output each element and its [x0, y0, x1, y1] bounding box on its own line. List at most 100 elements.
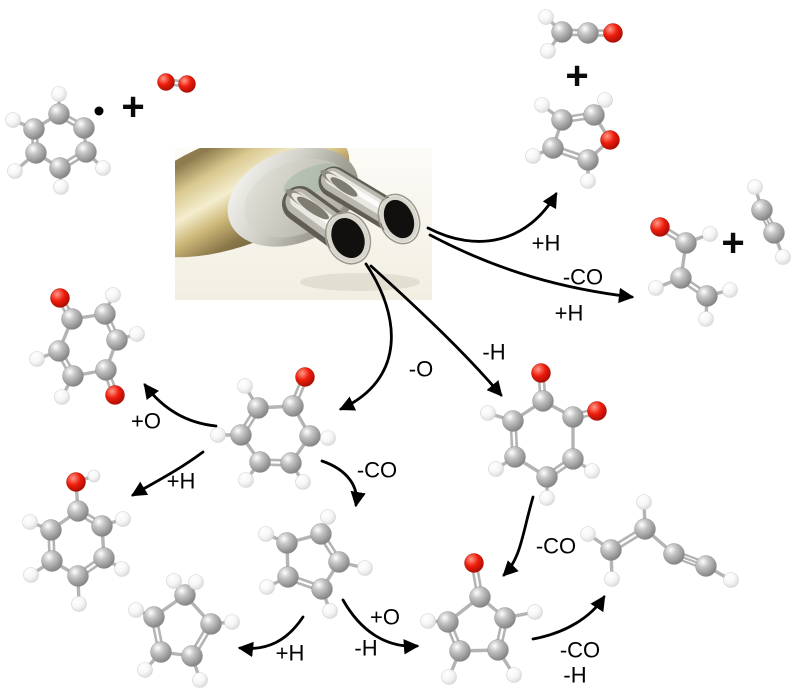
atom-C — [94, 303, 116, 325]
label-to-acrolein-plus-h: +H — [555, 301, 584, 326]
molecule-phenyl-radical — [5, 86, 111, 195]
atom-C — [277, 566, 299, 588]
atom-C — [562, 406, 584, 428]
atom-H — [105, 287, 121, 303]
label-to-vinylacetylene-minus-co: -CO — [560, 638, 600, 663]
plus-products-acrolein-acetylene: + — [721, 221, 744, 265]
atom-C — [41, 550, 63, 572]
atom-H — [580, 173, 596, 189]
atom-C — [437, 611, 459, 633]
molecule-furan — [525, 92, 620, 189]
atom-O — [603, 23, 623, 43]
atom-C — [600, 539, 622, 561]
arrow-muffler-to-obenzoquinone — [369, 264, 503, 397]
atom-C — [551, 21, 573, 43]
atom-H — [295, 474, 311, 490]
atom-C — [494, 607, 516, 629]
atom-C — [487, 639, 509, 661]
atom-C — [91, 515, 113, 537]
arrow-phenoxy-to-phenol — [131, 450, 205, 497]
atom-C — [542, 137, 564, 159]
atom-H — [210, 427, 226, 443]
atom-H — [480, 405, 496, 421]
atom-C — [67, 500, 89, 522]
atom-H — [488, 461, 504, 477]
atom-H — [5, 112, 21, 128]
radical-dot — [94, 106, 104, 116]
atom-O — [157, 73, 175, 91]
atom-C — [67, 565, 89, 587]
atom-C — [249, 451, 271, 473]
atom-C — [23, 118, 45, 140]
tailpipe-back — [318, 166, 421, 245]
atom-H — [722, 282, 738, 298]
atom-H — [166, 573, 182, 589]
molecule-vinylacetylene — [580, 494, 739, 588]
atom-C — [95, 359, 117, 381]
atom-H — [188, 574, 204, 590]
molecule-cyclopentadiene — [128, 573, 240, 688]
label-to-phenoxy-minus-o: -O — [409, 357, 433, 382]
atom-H — [53, 179, 69, 195]
atom-H — [584, 463, 600, 479]
atom-H — [441, 669, 457, 685]
atom-C — [49, 157, 71, 179]
label-to-furan-plus-h: +H — [532, 231, 561, 256]
atom-H — [538, 9, 554, 25]
atom-C — [200, 613, 222, 635]
arrow-muffler-to-furan — [426, 192, 558, 243]
atom-H — [95, 160, 111, 176]
atom-C — [247, 397, 269, 419]
atom-H — [506, 667, 522, 683]
molecule-oxygen-molecule — [157, 73, 196, 93]
atom-O — [295, 367, 315, 387]
atom-C — [150, 641, 172, 663]
atom-O — [105, 385, 125, 405]
molecules — [5, 9, 791, 688]
atom-O — [66, 472, 86, 492]
atom-C — [504, 446, 526, 468]
atom-H — [320, 430, 336, 446]
atom-C — [763, 222, 785, 244]
atom-C — [48, 103, 70, 125]
atom-C — [675, 232, 697, 254]
atom-H — [698, 311, 714, 327]
atom-H — [54, 389, 70, 405]
atom-C — [310, 523, 332, 545]
atom-H — [224, 614, 240, 630]
atom-C — [62, 365, 84, 387]
atom-H — [702, 226, 718, 242]
atom-H — [238, 472, 254, 488]
atom-C — [311, 578, 333, 600]
atom-H — [747, 179, 763, 195]
annotations: +++ — [94, 54, 745, 265]
atom-C — [551, 109, 573, 131]
atom-H — [128, 602, 144, 618]
atom-H — [775, 249, 791, 265]
atom-C — [174, 584, 196, 606]
molecule-phenol — [22, 469, 131, 612]
label-to-acrolein-minus-co: -CO — [563, 265, 603, 290]
arrow-obenzoquinone-to-cyclopentadienone — [502, 495, 535, 577]
label-obq-to-cyclopentadienone-minus-co: -CO — [536, 534, 576, 559]
atom-H — [322, 603, 338, 619]
tailpipe-front — [282, 186, 372, 265]
atom-H — [540, 43, 556, 59]
atom-C — [469, 586, 491, 608]
exhaust-muffler-image — [175, 148, 432, 300]
label-to-cyclopentadienone-minus-h: -H — [354, 636, 377, 661]
atom-C — [536, 466, 558, 488]
plus-reactants: + — [121, 85, 144, 129]
atom-H — [258, 526, 274, 542]
atom-O — [587, 401, 607, 421]
atom-H — [87, 469, 101, 483]
atom-O — [50, 288, 70, 308]
atom-C — [583, 104, 605, 126]
atom-H — [192, 672, 208, 688]
atom-H — [259, 579, 275, 595]
atom-C — [577, 22, 599, 44]
atom-H — [534, 97, 550, 113]
atom-H — [51, 86, 67, 102]
